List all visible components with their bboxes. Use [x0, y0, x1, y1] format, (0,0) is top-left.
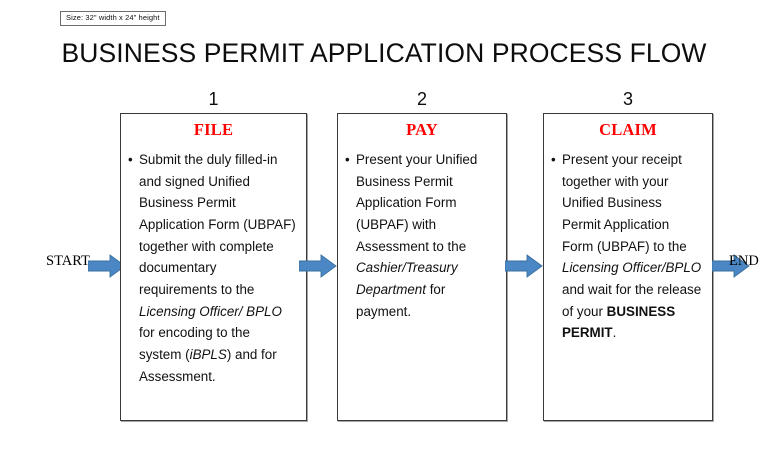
step-box-claim: CLAIM • Present your receipt together wi…	[543, 113, 713, 421]
arrow-pay-to-claim	[505, 254, 543, 278]
step-body-file: • Submit the duly filled-in and signed U…	[121, 149, 306, 388]
page-title: BUSINESS PERMIT APPLICATION PROCESS FLOW	[61, 38, 707, 68]
step-number-2: 2	[416, 89, 427, 109]
arrow-file-to-pay	[299, 254, 337, 278]
bullet-icon: •	[128, 151, 133, 167]
bullet-icon: •	[551, 151, 556, 167]
step-number-1: 1	[208, 89, 219, 109]
step-body-text-claim: Present your receipt together with your …	[562, 151, 702, 341]
step-heading-pay: PAY	[406, 120, 438, 139]
size-note-label: Size: 32" width x 24" height	[60, 11, 166, 26]
bullet-icon: •	[345, 151, 350, 167]
arrow-claim-to-end	[712, 254, 750, 278]
terminal-start-label: START	[46, 253, 90, 269]
step-body-claim: • Present your receipt together with you…	[544, 149, 712, 344]
step-number-3: 3	[622, 89, 633, 109]
step-body-text-file: Submit the duly filled-in and signed Uni…	[139, 151, 296, 384]
step-body-pay: • Present your Unified Business Permit A…	[338, 149, 506, 323]
arrow-start-to-file	[88, 254, 126, 278]
step-heading-file: FILE	[193, 120, 234, 139]
step-body-text-pay: Present your Unified Business Permit App…	[356, 151, 478, 319]
terminal-end-label: END	[729, 253, 759, 269]
step-box-pay: PAY • Present your Unified Business Perm…	[337, 113, 507, 421]
step-box-file: FILE • Submit the duly filled-in and sig…	[120, 113, 307, 421]
step-heading-claim: CLAIM	[599, 120, 657, 139]
